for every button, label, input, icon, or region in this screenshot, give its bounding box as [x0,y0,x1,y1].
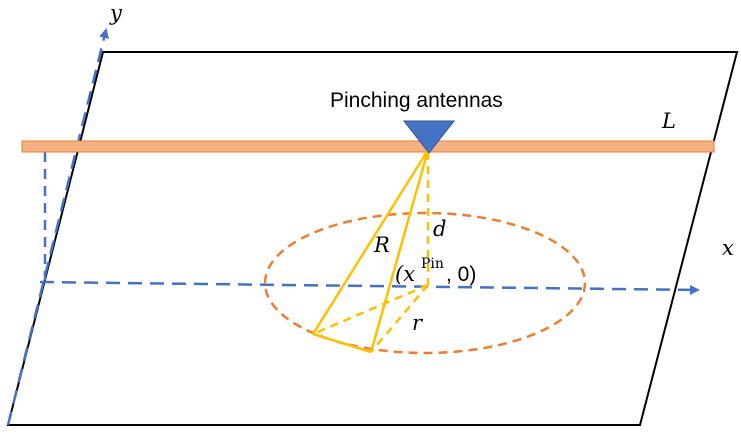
r-label: r [412,311,424,335]
ground-plane [6,51,739,426]
ray-r-right [370,284,429,353]
ray-R-left [311,149,430,335]
x-axis-label: x [722,236,734,260]
pinching-antenna-icon [402,120,456,154]
coord-superscript: Pin [421,256,444,272]
x-axis-line [39,280,700,295]
pin-coordinate-label: (x Pin , 0) [395,256,476,286]
coord-suffix: , 0) [446,263,476,286]
d-label: d [433,217,446,241]
signal-rays [311,149,430,354]
user-chord [312,332,372,354]
antenna-title: Pinching antennas [330,89,503,112]
coord-prefix: (x [395,262,415,286]
coverage-ellipse [263,211,587,355]
waveguide-bar [21,140,715,153]
ray-r-left [312,283,429,336]
waveguide-label: L [661,109,676,133]
y-axis-label: y [109,1,123,25]
y-axis-line [6,28,109,426]
ray-R-right [369,149,430,353]
R-label: R [373,233,390,257]
